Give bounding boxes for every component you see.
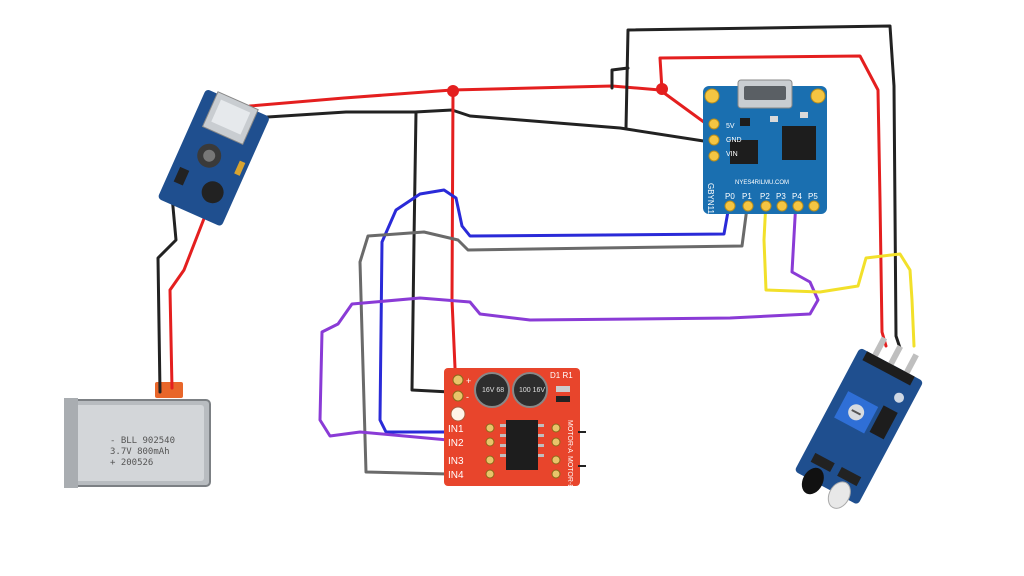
wire-blue-p0-in1 [378, 188, 732, 434]
power-pin-label: VIN [726, 151, 738, 158]
capacitor-2-label: 100 16V [519, 387, 545, 394]
battery-line-1: - BLL 902540 [110, 436, 175, 446]
driver-minus: - [466, 392, 469, 402]
pin-label-p3: P3 [776, 192, 786, 201]
motor-b-label: MOTOR-B [566, 456, 573, 489]
wire-gray-p1 [358, 198, 750, 476]
battery-line-2: 3.7V 800mAh [110, 447, 170, 457]
power-pin-label: 5V [726, 123, 735, 130]
capacitor-1-label: 16V 68 [482, 387, 504, 394]
wire-black-to-driver [410, 110, 452, 394]
wire-battery-positive [168, 214, 207, 390]
wire-purple-p4 [318, 198, 820, 442]
pin-label-p0: P0 [725, 192, 735, 201]
boost-converter-module [158, 89, 269, 226]
motor-a-label: MOTOR-A [566, 420, 573, 453]
io-pin-row: P0 P1 P2 P3 P4 P5 [724, 192, 820, 212]
wire-red-to-sensor [658, 54, 888, 348]
pin-label-p4: P4 [792, 192, 802, 201]
board-site-label: NYES4RILMU.COM [735, 180, 789, 186]
driver-corner-label: D1 R1 [550, 371, 573, 380]
driver-plus: + [466, 376, 471, 386]
power-pin-label: GND [726, 137, 742, 144]
driver-input-pins: IN1 IN2 IN3 IN4 [448, 423, 495, 481]
pin-label-p5: P5 [808, 192, 818, 201]
digispark-attiny85-board: 5V GND VIN GBYN11 NYES4RILMU.COM P0 P1 P… [703, 79, 827, 215]
input-label-in3: IN3 [448, 456, 464, 467]
wire-yellow-p2-out [762, 198, 916, 348]
ir-obstacle-sensor [795, 336, 923, 509]
pin-label-p2: P2 [760, 192, 770, 201]
board-vertical-label: GBYN11 [706, 183, 715, 215]
jst-connector [155, 382, 183, 398]
junction-dot [656, 83, 668, 95]
input-label-in4: IN4 [448, 470, 464, 481]
wire-battery-negative [156, 188, 192, 394]
wire-black-loop [610, 66, 630, 90]
wire-booster-positive [248, 84, 714, 130]
input-label-in1: IN1 [448, 424, 464, 435]
wire-black-to-sensor [624, 24, 902, 350]
battery-line-3: + 200526 [110, 458, 153, 468]
junction-dot [447, 85, 459, 97]
motor-driver-board: + - 16V 68 100 16V D1 R1 IN1 IN2 IN3 IN4 [444, 368, 586, 489]
pin-label-p1: P1 [742, 192, 752, 201]
input-label-in2: IN2 [448, 438, 464, 449]
lipo-battery: - BLL 902540 3.7V 800mAh + 200526 [64, 382, 211, 488]
wire-booster-ground [250, 108, 712, 144]
